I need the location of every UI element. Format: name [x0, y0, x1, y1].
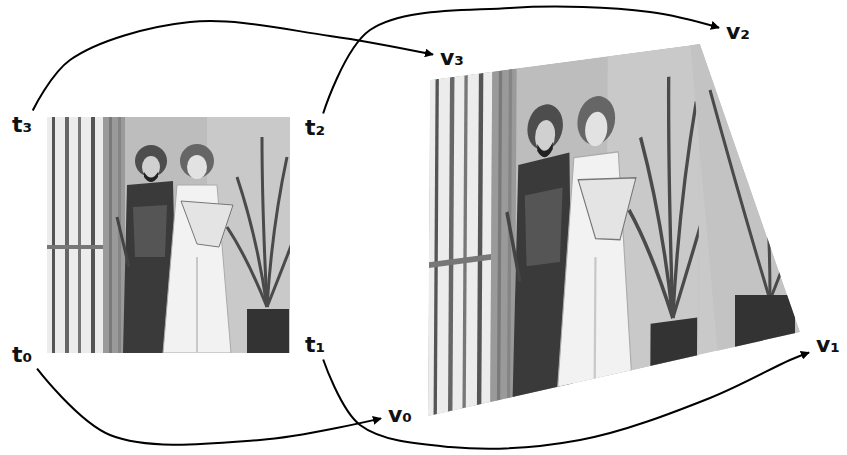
corner-name: v₂ [726, 20, 750, 43]
corner-name: t₁ [305, 333, 325, 356]
corner-name: t₀ [12, 343, 32, 366]
corner-label: t₂ [302, 115, 328, 140]
mapping-arrow [323, 352, 809, 448]
warped-plant [710, 90, 795, 300]
mapping-arrow [37, 369, 381, 445]
corner-label: t₃ [9, 112, 35, 137]
corner-name: v₀ [388, 403, 412, 426]
corner-label: t₁ [302, 332, 328, 357]
mapping-arrow [323, 7, 719, 114]
plant-leaf [760, 150, 770, 300]
warped-wall [690, 40, 800, 380]
corner-label: v₂ [723, 19, 753, 44]
corner-label: v₃ [437, 45, 467, 70]
warped-photo [428, 40, 800, 416]
plant-leaf [770, 230, 795, 300]
corner-name: t₂ [305, 116, 325, 139]
plant-leaf [710, 90, 770, 300]
source-photo [47, 117, 307, 353]
warped-photo-content [428, 42, 719, 417]
corner-name: t₃ [12, 113, 32, 136]
plant-pot [735, 295, 795, 355]
corner-label: v₀ [385, 402, 415, 427]
corner-name: v₁ [816, 333, 840, 356]
mapping-arrow [33, 21, 433, 110]
corner-name: v₃ [440, 46, 464, 69]
corner-label: v₁ [813, 332, 843, 357]
corner-label: t₀ [9, 342, 35, 367]
